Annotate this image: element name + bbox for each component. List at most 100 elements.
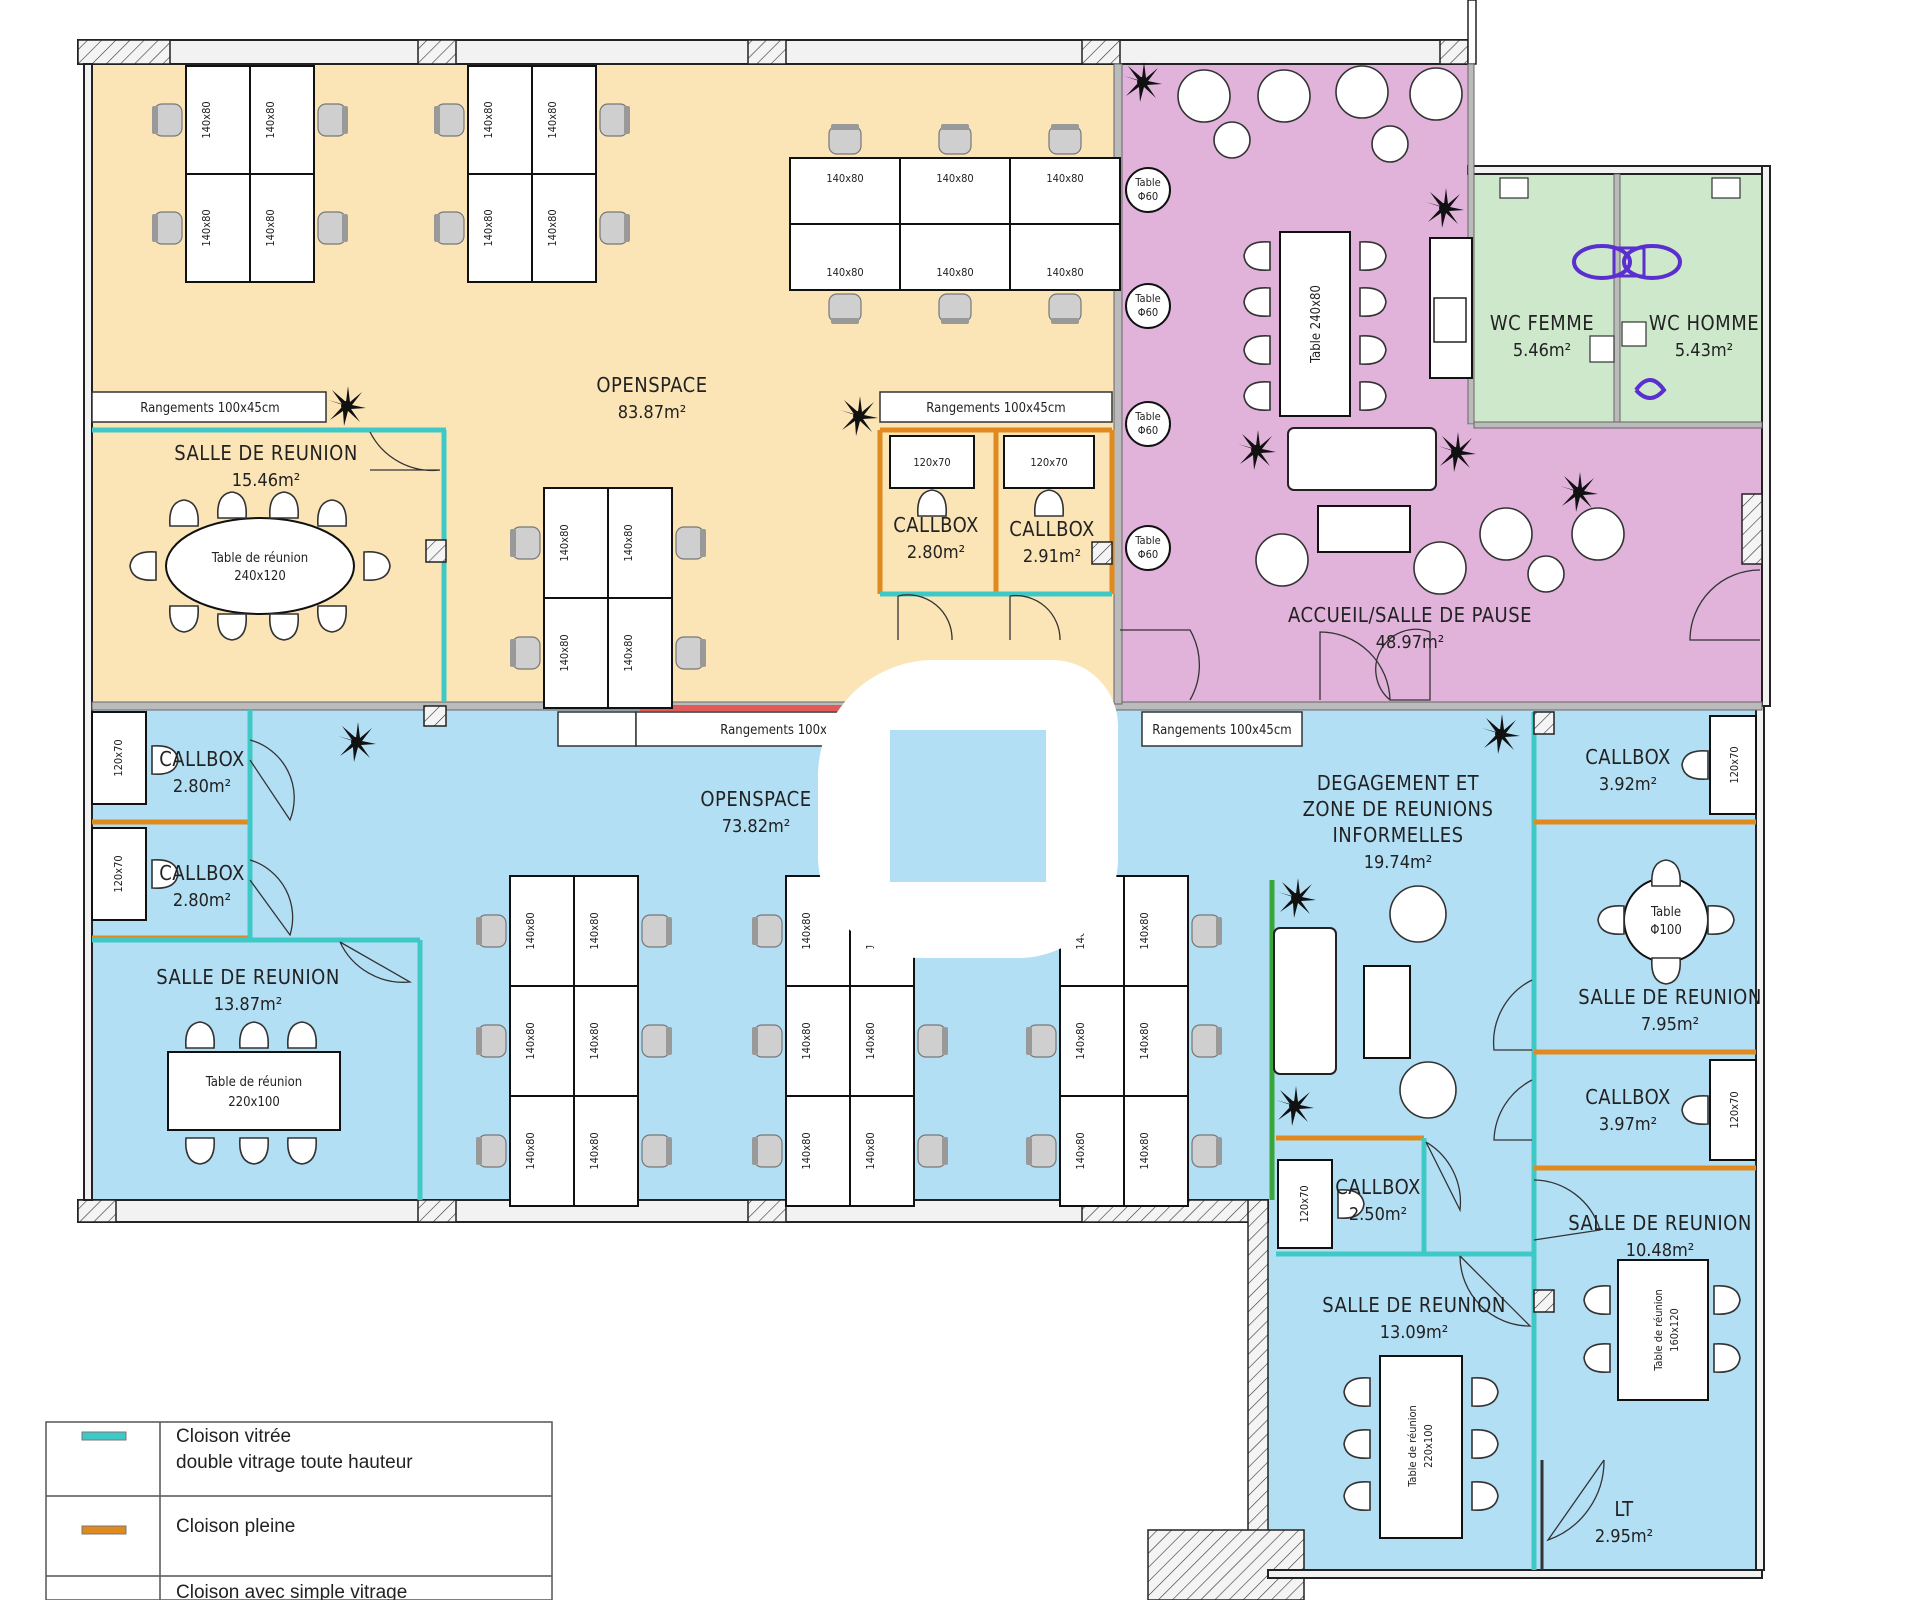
desk-chair-29: [751, 1134, 783, 1168]
table-phi60-label-2: Table: [1134, 292, 1160, 305]
legend-item-1-line-2: double vitrage toute hauteur: [176, 1452, 413, 1473]
callbox-table-label-3: 120x70: [112, 739, 125, 776]
desk-24: [573, 1095, 639, 1207]
meeting-table-3: Table Φ100: [1597, 859, 1735, 985]
coffee-table-2: [1363, 965, 1411, 1059]
openspace-top-area-label: 83.87m²: [618, 402, 687, 423]
salle-reunion-1-area: 15.46m²: [232, 470, 301, 491]
table-phi60-size-3: Φ60: [1138, 424, 1158, 437]
callbox-top-2-area: 2.91m²: [1023, 546, 1081, 567]
salle-reunion-1-name: SALLE DE REUNION: [174, 441, 358, 465]
meeting-table-4-size: 160x120: [1668, 1308, 1681, 1352]
desk-chair-3: [151, 211, 183, 245]
room-labels: OPENSPACE 83.87m² SALLE DE REUNION 15.46…: [156, 311, 1762, 1547]
table-phi60-size-4: Φ60: [1138, 548, 1158, 561]
meeting-table-4: Table de réunion 160x120: [1583, 1259, 1741, 1401]
desk-chair-19: [475, 914, 507, 948]
sofa: [1287, 427, 1437, 491]
desk-label-27: 140x80: [800, 1022, 813, 1059]
outer-walls: [77, 0, 1771, 1600]
storage-label-4: Rangements 100x45cm: [1152, 723, 1291, 738]
desk-label-33: 140x80: [1074, 1022, 1087, 1059]
wc-fixtures: [1499, 177, 1741, 400]
desk-chair-34: [1191, 1024, 1223, 1058]
desk-11: [1009, 157, 1121, 225]
desk-16: [607, 487, 673, 599]
desk-chair-21: [475, 1024, 507, 1058]
salle-reunion-3-name: SALLE DE REUNION: [1578, 985, 1762, 1009]
desk-30: [849, 1095, 915, 1207]
desk-label-30: 140x80: [864, 1132, 877, 1169]
desk-14: [1009, 223, 1121, 291]
desk-chair-4: [317, 211, 349, 245]
desk-label-13: 140x80: [936, 266, 973, 279]
desk-label-1: 140x80: [200, 101, 213, 138]
desk-label-7: 140x80: [482, 209, 495, 246]
meeting-table-1: Table de réunion 240x120: [129, 491, 391, 641]
desk-label-6: 140x80: [546, 101, 559, 138]
overlay-mark: [818, 660, 1118, 958]
callbox-table-label-2: 120x70: [1030, 456, 1067, 469]
desk-chair-17: [509, 636, 541, 670]
callbox-table-label-1: 120x70: [913, 456, 950, 469]
desk-label-20: 140x80: [588, 912, 601, 949]
storage-label-2: Rangements 100x45cm: [926, 401, 1065, 416]
meeting-table-5-label: Table de réunion: [1406, 1405, 1419, 1488]
desk-chair-20: [641, 914, 673, 948]
desk-3: [185, 173, 251, 283]
meeting-table-1-label: Table de réunion: [211, 551, 308, 566]
desk-29: [785, 1095, 851, 1207]
desk-chair-9: [828, 123, 862, 155]
desk-label-17: 140x80: [558, 634, 571, 671]
desk-17: [543, 597, 609, 709]
desk-21: [509, 985, 575, 1097]
desk-chair-6: [599, 103, 631, 137]
desk-chair-28: [917, 1024, 949, 1058]
accueil-furniture: Table Φ60 Table Φ60 Table Φ60 Table Φ60 …: [1125, 167, 1473, 571]
desk-chair-13: [938, 293, 972, 325]
wc-homme-name: WC HOMME: [1649, 311, 1759, 335]
callbox-right-1-name: CALLBOX: [1585, 745, 1671, 769]
desk-chair-24: [641, 1134, 673, 1168]
meeting-table-2-label: Table de réunion: [205, 1075, 302, 1090]
salle-reunion-4-name: SALLE DE REUNION: [1568, 1211, 1752, 1235]
callbox-table-label-4: 120x70: [112, 855, 125, 892]
accueil-name: ACCUEIL/SALLE DE PAUSE: [1288, 603, 1532, 627]
round-table-size: Φ100: [1650, 923, 1682, 938]
desk-chair-25: [751, 914, 783, 948]
table-phi60-label-4: Table: [1134, 534, 1160, 547]
desk-9: [789, 157, 901, 225]
desk-label-12: 140x80: [826, 266, 863, 279]
desk-label-5: 140x80: [482, 101, 495, 138]
callbox-left-2-area: 2.80m²: [173, 890, 231, 911]
callbox-table-label-6: 120x70: [1728, 1091, 1741, 1128]
long-table: [1279, 231, 1351, 417]
desk-label-25: 140x80: [800, 912, 813, 949]
desk-7: [467, 173, 533, 283]
accueil-area-ext: [1468, 425, 1762, 706]
desk-20: [573, 875, 639, 987]
desk-chair-23: [475, 1134, 507, 1168]
callbox-table-label-5: 120x70: [1728, 746, 1741, 783]
meeting-table-4-label: Table de réunion: [1652, 1289, 1665, 1372]
desk-chair-7: [433, 211, 465, 245]
callbox-top-1-name: CALLBOX: [893, 513, 979, 537]
desk-18: [607, 597, 673, 709]
desk-label-4: 140x80: [264, 209, 277, 246]
desk-label-14: 140x80: [1046, 266, 1083, 279]
desk-label-32: 140x80: [1138, 912, 1151, 949]
legend-item-2-line-1: Cloison pleine: [176, 1516, 295, 1537]
meeting-table-2: Table de réunion 220x100: [167, 1021, 341, 1165]
callbox-right-2-area: 3.97m²: [1599, 1114, 1657, 1135]
desk-label-18: 140x80: [622, 634, 635, 671]
legend-swatch-solid: [81, 1525, 127, 1535]
desk-chair-35: [1025, 1134, 1057, 1168]
desk-label-22: 140x80: [588, 1022, 601, 1059]
round-table-label: Table: [1650, 905, 1681, 920]
desk-label-34: 140x80: [1138, 1022, 1151, 1059]
desk-chair-33: [1025, 1024, 1057, 1058]
desk-label-28: 140x80: [864, 1022, 877, 1059]
desk-chair-8: [599, 211, 631, 245]
salle-reunion-4-area: 10.48m²: [1626, 1240, 1695, 1261]
